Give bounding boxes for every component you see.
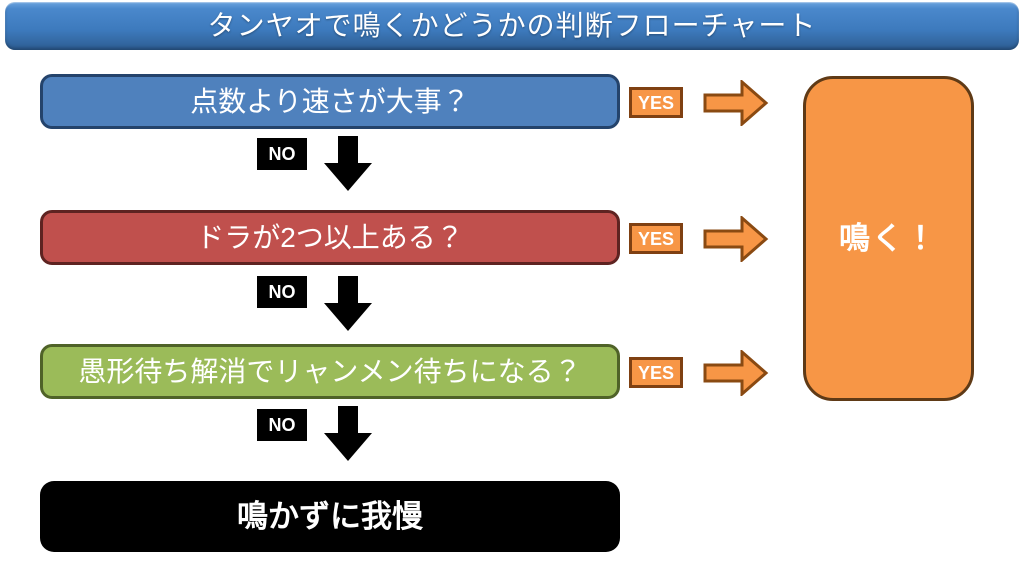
title-bar: タンヤオで鳴くかどうかの判断フローチャート [5, 2, 1019, 50]
yes-label: YES [637, 362, 675, 383]
question-box-wait-shape: 愚形待ち解消でリャンメン待ちになる？ [40, 344, 620, 399]
call-label: 鳴く！ [839, 221, 938, 256]
yes-badge-1: YES [629, 87, 683, 118]
yes-badge-3: YES [629, 357, 683, 388]
question-box-speed: 点数より速さが大事？ [40, 74, 620, 129]
no-label: NO [268, 415, 296, 435]
question-label: 点数より速さが大事？ [190, 85, 470, 117]
yes-label: YES [637, 92, 675, 113]
endure-label: 鳴かずに我慢 [237, 499, 423, 534]
no-arrow-down-icon [324, 136, 372, 191]
question-label: ドラが2つ以上ある？ [196, 221, 464, 253]
yes-label: YES [637, 228, 675, 249]
no-arrow-down-icon [324, 406, 372, 461]
yes-badge-2: YES [629, 223, 683, 254]
no-arrow-down-icon [324, 276, 372, 331]
result-box-endure: 鳴かずに我慢 [40, 481, 620, 552]
yes-arrow-right-icon [703, 80, 769, 126]
no-badge-1: NO [257, 138, 307, 170]
no-label: NO [268, 282, 296, 302]
yes-arrow-right-icon [703, 216, 769, 262]
no-badge-3: NO [257, 409, 307, 441]
no-label: NO [268, 144, 296, 164]
page-title: タンヤオで鳴くかどうかの判断フローチャート [207, 10, 817, 41]
no-badge-2: NO [257, 276, 307, 308]
yes-arrow-right-icon [703, 350, 769, 396]
question-box-dora: ドラが2つ以上ある？ [40, 210, 620, 265]
result-box-call: 鳴く！ [803, 76, 974, 401]
question-label: 愚形待ち解消でリャンメン待ちになる？ [78, 355, 582, 387]
